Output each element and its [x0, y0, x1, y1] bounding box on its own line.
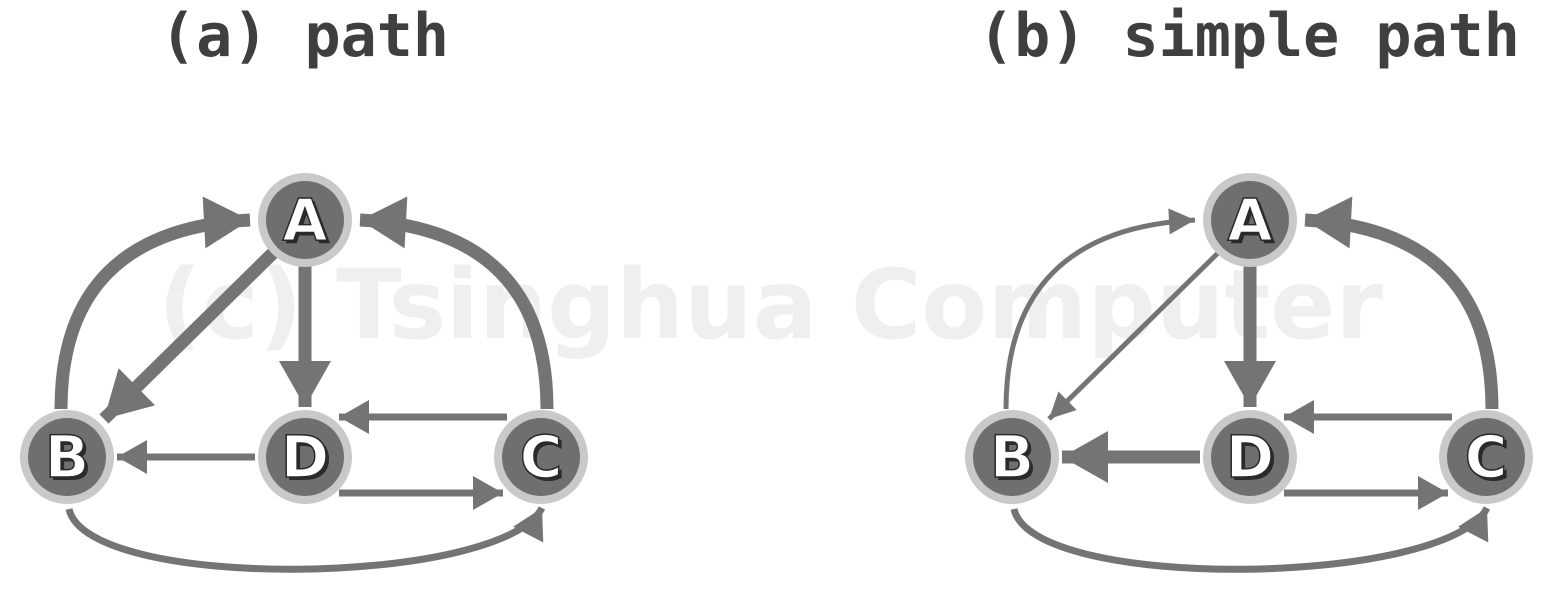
panel-b-node-c-label-shadow: C — [1468, 426, 1511, 494]
panel-b-edge-a-b-arrowhead — [1049, 391, 1077, 419]
panel-b-edge-d-c-arrowhead — [1418, 476, 1448, 510]
panel-a-graph: AA BB DD CC — [20, 173, 588, 573]
panel-b-edge-a-d — [1224, 266, 1276, 407]
panel-a-edge-b-c-arrowhead — [513, 508, 544, 543]
panel-a-title: (a) path — [160, 1, 449, 71]
panel-a-node-d-label-shadow: D — [284, 426, 332, 494]
panel-b-node-c-circle — [1447, 418, 1525, 496]
panel-a-node-c-label: C — [520, 423, 563, 491]
panel-b-node-d-label: D — [1226, 423, 1274, 491]
watermark: (c) Tsinghua Computer — [158, 249, 1383, 361]
panel-a-edge-d-b — [117, 440, 255, 474]
panel-b-node-d: DD — [1203, 410, 1297, 504]
panel-a-edge-b-c — [65, 506, 546, 573]
panel-a-node-b-label-shadow: B — [48, 426, 92, 494]
panel-a-node-d-circle — [266, 418, 344, 496]
panel-b-node-c-label: C — [1465, 423, 1508, 491]
panel-b-node-a: AA — [1203, 173, 1297, 267]
panel-b-edge-d-c — [1284, 476, 1448, 510]
panel-a-edge-b-a-arrowhead — [202, 196, 250, 249]
panel-a-edge-b-a-line — [54, 213, 251, 410]
panel-b-node-b: BB — [965, 410, 1059, 504]
panel-a-node-a-circle — [266, 181, 344, 259]
panel-b-node-a-label: A — [1228, 186, 1273, 254]
panel-b-node-a-label-shadow: A — [1231, 189, 1276, 257]
panel-b-edge-d-b — [1062, 431, 1200, 483]
panel-b-edge-a-b-line — [1047, 251, 1220, 421]
panel-b-node-d-label-shadow: D — [1229, 426, 1277, 494]
panel-b-edge-b-a — [1003, 208, 1196, 410]
panel-a-node-d: DD — [258, 410, 352, 504]
panel-b-edge-c-a-arrowhead — [1305, 196, 1353, 249]
panel-b-title: (b) simple path — [978, 1, 1520, 71]
panel-b-node-a-circle — [1211, 181, 1289, 259]
panel-a-edge-c-a-line — [359, 213, 554, 410]
panel-b-edge-b-c-line — [1010, 506, 1491, 573]
panel-a-node-b-circle — [28, 418, 106, 496]
panel-b-node-b-circle — [973, 418, 1051, 496]
panel-a-edge-a-b — [99, 248, 278, 424]
panel-b-edge-a-d-arrowhead — [1224, 361, 1276, 407]
panel-a-edge-a-d-arrowhead — [279, 361, 331, 407]
panel-b-edge-b-c — [1010, 506, 1491, 573]
panel-b-node-b-label: B — [990, 423, 1034, 491]
panel-a-node-b: BB — [20, 410, 114, 504]
panel-b-node-c: CC — [1439, 410, 1533, 504]
panel-a-node-b-label: B — [45, 423, 89, 491]
panel-b-edge-c-a — [1304, 196, 1499, 410]
panel-b-edge-b-a-arrowhead — [1168, 208, 1195, 235]
panel-b-edge-c-d — [1284, 400, 1452, 434]
panel-a-node-a-label: A — [283, 186, 328, 254]
panel-a-edge-a-d — [279, 266, 331, 407]
panel-a-node-a: AA — [258, 173, 352, 267]
panel-a-edge-a-b-arrowhead — [104, 368, 156, 419]
panel-a-edge-b-a — [54, 196, 251, 410]
panel-a-edge-d-b-arrowhead — [117, 440, 147, 474]
panel-a-node-a-label-shadow: A — [286, 189, 331, 257]
panel-b-edge-a-b — [1047, 251, 1220, 421]
panel-a-edge-b-c-line — [65, 506, 546, 573]
panel-b-edge-d-b-arrowhead — [1062, 431, 1108, 483]
panel-a-node-c-circle — [502, 418, 580, 496]
panel-a-node-d-label: D — [281, 423, 329, 491]
panel-a-node-c: CC — [494, 410, 588, 504]
panel-a-node-c-label-shadow: C — [523, 426, 566, 494]
panel-b-edge-c-a-line — [1304, 213, 1499, 410]
panel-b-node-b-label-shadow: B — [993, 426, 1037, 494]
panel-b-edge-b-a-line — [1003, 217, 1196, 410]
panel-a-edge-c-d — [339, 400, 507, 434]
panel-b-edge-b-c-arrowhead — [1458, 508, 1489, 543]
panel-b-node-d-circle — [1211, 418, 1289, 496]
panel-a-edge-c-a — [359, 196, 554, 410]
panel-a-edge-d-c — [339, 476, 503, 510]
panel-b-edge-c-d-arrowhead — [1284, 400, 1314, 434]
panel-a-edge-c-a-arrowhead — [360, 196, 408, 249]
panel-a-edge-d-c-arrowhead — [473, 476, 503, 510]
panel-a-edge-c-d-arrowhead — [339, 400, 369, 434]
panel-b-graph: AA BB DD CC — [965, 173, 1533, 573]
